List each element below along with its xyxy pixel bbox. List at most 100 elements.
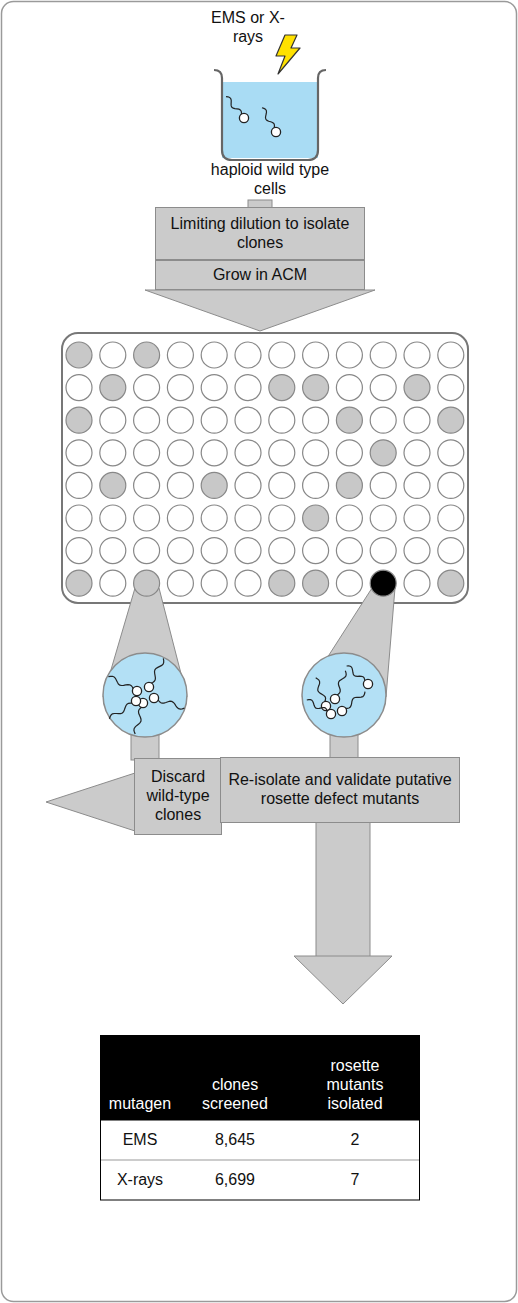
well: [269, 342, 295, 368]
table-cell: X-rays: [117, 1171, 163, 1190]
well: [66, 505, 92, 531]
well: [404, 538, 430, 564]
well: [370, 570, 396, 596]
annotation: EMS or X-rays: [208, 9, 288, 47]
table-cell: EMS: [123, 1131, 158, 1150]
well: [100, 505, 126, 531]
well: [235, 570, 261, 596]
arrow-head: [145, 290, 375, 331]
well: [201, 440, 227, 466]
well-plate: [62, 333, 468, 603]
well: [66, 342, 92, 368]
flagellum: [134, 707, 142, 734]
cell: [132, 686, 141, 695]
well: [303, 407, 329, 433]
well: [438, 342, 464, 368]
well: [66, 472, 92, 498]
well: [269, 570, 295, 596]
cell: [363, 679, 372, 688]
well: [235, 538, 261, 564]
well: [201, 505, 227, 531]
well: [269, 375, 295, 401]
cell: [326, 709, 335, 718]
well: [336, 472, 362, 498]
well: [66, 538, 92, 564]
well: [100, 538, 126, 564]
table-rule: [101, 1160, 419, 1161]
beaker: [214, 70, 326, 160]
label-box: clones screened: [195, 1038, 275, 1114]
well: [336, 342, 362, 368]
well: [336, 375, 362, 401]
table-cell: 8,645: [215, 1131, 255, 1150]
well: [336, 570, 362, 596]
well: [269, 440, 295, 466]
well: [201, 342, 227, 368]
label-box: haploid wild type cells: [205, 160, 335, 200]
table-cell: rosette mutants isolated: [315, 1057, 395, 1114]
well: [336, 505, 362, 531]
well: [370, 375, 396, 401]
lightning-bolt: [276, 35, 300, 74]
cell: [144, 682, 153, 691]
well: [134, 505, 160, 531]
well: [404, 570, 430, 596]
well: [167, 440, 193, 466]
well: [100, 407, 126, 433]
label-box: 6,699: [180, 1161, 290, 1199]
well: [66, 375, 92, 401]
well: [438, 538, 464, 564]
flagellum: [158, 699, 185, 709]
cell: [149, 693, 158, 702]
label-box: 2: [290, 1121, 420, 1159]
label-box: EMS: [102, 1121, 178, 1159]
well: [404, 472, 430, 498]
well: [201, 570, 227, 596]
well: [438, 570, 464, 596]
well: [404, 407, 430, 433]
well: [404, 505, 430, 531]
well: [303, 472, 329, 498]
well: [100, 375, 126, 401]
well: [438, 407, 464, 433]
table-body: [101, 1120, 420, 1200]
well: [100, 342, 126, 368]
well: [167, 342, 193, 368]
well: [100, 440, 126, 466]
well: [269, 472, 295, 498]
flagellum: [316, 678, 326, 702]
well: [66, 440, 92, 466]
well: [370, 538, 396, 564]
label-box: mutagen: [102, 1038, 178, 1114]
table-cell: 6,699: [215, 1171, 255, 1190]
box-text: Grow in ACM: [213, 266, 307, 285]
arrow-head: [46, 773, 135, 831]
flagellum: [262, 108, 274, 129]
process-arrow-box: Discard wild-type clones: [134, 758, 222, 835]
well: [370, 505, 396, 531]
well: [438, 472, 464, 498]
well: [235, 505, 261, 531]
box-text: Re-isolate and validate putative rosette…: [226, 771, 454, 809]
well: [134, 472, 160, 498]
well: [438, 375, 464, 401]
well: [201, 407, 227, 433]
well: [235, 342, 261, 368]
wells: [66, 342, 464, 596]
well: [167, 570, 193, 596]
well: [167, 472, 193, 498]
well: [134, 342, 160, 368]
well: [235, 472, 261, 498]
flagellum: [226, 97, 242, 115]
table-cell: mutagen: [109, 1095, 171, 1114]
label-box: 8,645: [180, 1121, 290, 1159]
table-header: [100, 1035, 420, 1120]
table-cell: clones screened: [195, 1076, 275, 1114]
well: [370, 342, 396, 368]
well: [303, 375, 329, 401]
well: [269, 538, 295, 564]
magnified-well: [302, 653, 386, 737]
well: [336, 440, 362, 466]
box-text: Limiting dilution to isolate clones: [161, 215, 359, 253]
